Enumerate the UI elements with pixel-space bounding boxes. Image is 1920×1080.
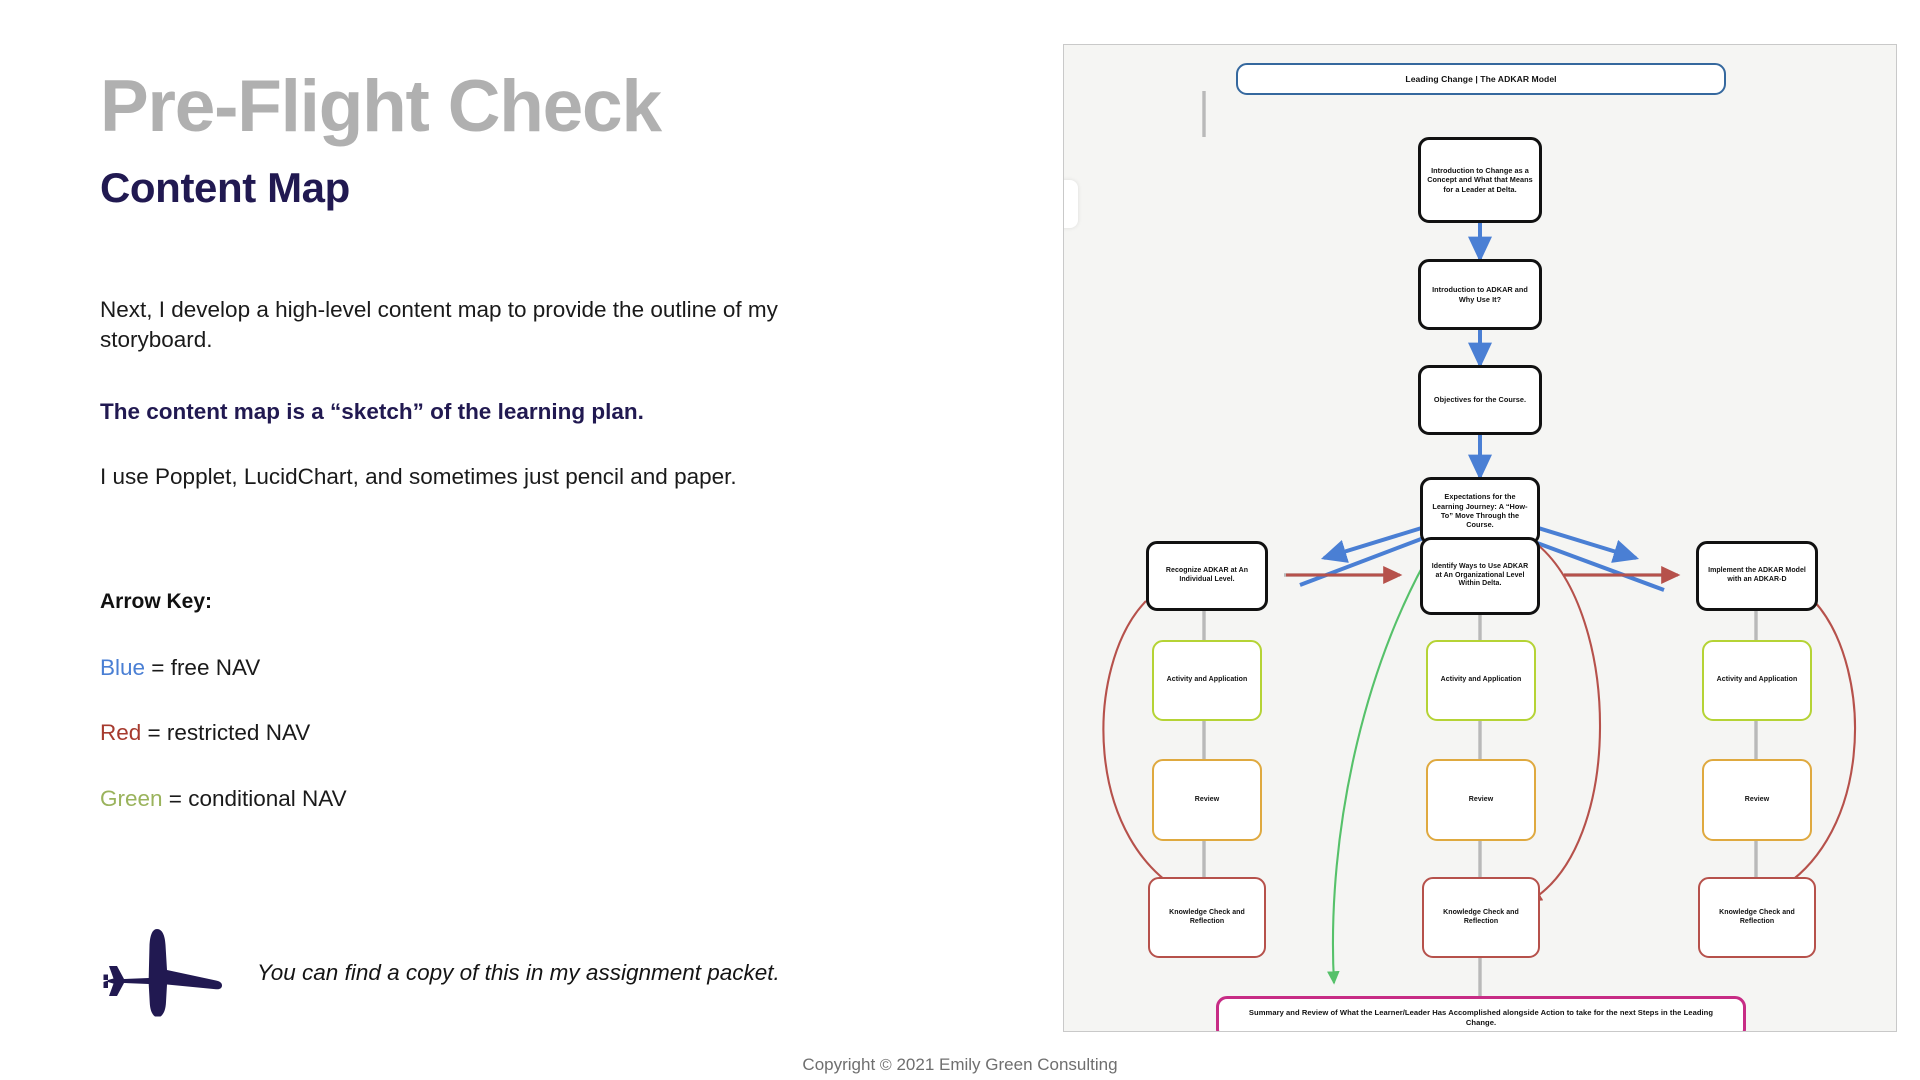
- left-content-column: Pre-Flight Check Content Map Next, I dev…: [100, 66, 910, 1017]
- node-branch-1-knowledge[interactable]: Knowledge Check and Reflection: [1148, 877, 1266, 958]
- diagram-canvas: Leading Change | The ADKAR Model Introdu…: [1064, 45, 1896, 1031]
- arrow-key-color-red: Red: [100, 720, 142, 745]
- intro-paragraph: Next, I develop a high-level content map…: [100, 297, 778, 352]
- tools-paragraph: I use Popplet, LucidChart, and sometimes…: [100, 464, 737, 489]
- node-branch-2-activity[interactable]: Activity and Application: [1426, 640, 1536, 721]
- arrow-key-heading: Arrow Key:: [100, 590, 213, 613]
- arrow-key-item-green: Green = conditional NAV: [100, 786, 347, 812]
- assignment-note-row: You can find a copy of this in my assign…: [100, 925, 780, 1020]
- arrow-key-color-green: Green: [100, 786, 163, 811]
- arrow-key-color-blue: Blue: [100, 655, 146, 680]
- node-branch-3-activity[interactable]: Activity and Application: [1702, 640, 1812, 721]
- panel-edge-tab[interactable]: [1064, 180, 1078, 228]
- content-map-panel[interactable]: Leading Change | The ADKAR Model Introdu…: [1063, 44, 1897, 1032]
- copyright-symbol-icon: ©: [879, 1057, 892, 1074]
- copyright-footer: Copyright © 2021 Emily Green Consulting: [0, 1055, 1920, 1075]
- arrow-key-desc-green: = conditional NAV: [162, 786, 347, 811]
- node-branch-2-knowledge[interactable]: Knowledge Check and Reflection: [1422, 877, 1540, 958]
- node-branch-3-head[interactable]: Implement the ADKAR Model with an ADKAR-…: [1696, 541, 1818, 611]
- node-branch-3-review[interactable]: Review: [1702, 759, 1812, 841]
- assignment-note-text: You can find a copy of this in my assign…: [257, 959, 780, 985]
- copyright-prefix: Copyright: [802, 1055, 876, 1074]
- node-spine-1[interactable]: Introduction to Change as a Concept and …: [1418, 137, 1542, 223]
- node-course-title[interactable]: Leading Change | The ADKAR Model: [1236, 63, 1726, 95]
- node-branch-1-head[interactable]: Recognize ADKAR at An Individual Level.: [1146, 541, 1268, 611]
- node-branch-1-review[interactable]: Review: [1152, 759, 1262, 841]
- node-branch-3-knowledge[interactable]: Knowledge Check and Reflection: [1698, 877, 1816, 958]
- arrow-key-item-red: Red = restricted NAV: [100, 720, 310, 746]
- node-summary[interactable]: Summary and Review of What the Learner/L…: [1216, 996, 1746, 1031]
- node-spine-4[interactable]: Expectations for the Learning Journey: A…: [1420, 477, 1540, 545]
- page-eyebrow: Pre-Flight Check: [100, 66, 662, 147]
- node-branch-2-review[interactable]: Review: [1426, 759, 1536, 841]
- diagram-connectors: [1102, 91, 1856, 996]
- arrow-key-item-blue: Blue = free NAV: [100, 655, 260, 681]
- copyright-suffix: 2021 Emily Green Consulting: [896, 1055, 1118, 1074]
- arrow-key-desc-blue: = free NAV: [145, 655, 261, 680]
- highlight-paragraph: The content map is a “sketch” of the lea…: [100, 399, 644, 424]
- page-title: Content Map: [100, 164, 350, 211]
- arrow-key-desc-red: = restricted NAV: [141, 720, 311, 745]
- node-spine-3[interactable]: Objectives for the Course.: [1418, 365, 1542, 435]
- node-branch-1-activity[interactable]: Activity and Application: [1152, 640, 1262, 721]
- node-spine-2[interactable]: Introduction to ADKAR and Why Use It?: [1418, 259, 1542, 330]
- airplane-icon: [103, 929, 222, 1017]
- node-branch-2-head[interactable]: Identify Ways to Use ADKAR at An Organiz…: [1420, 537, 1540, 615]
